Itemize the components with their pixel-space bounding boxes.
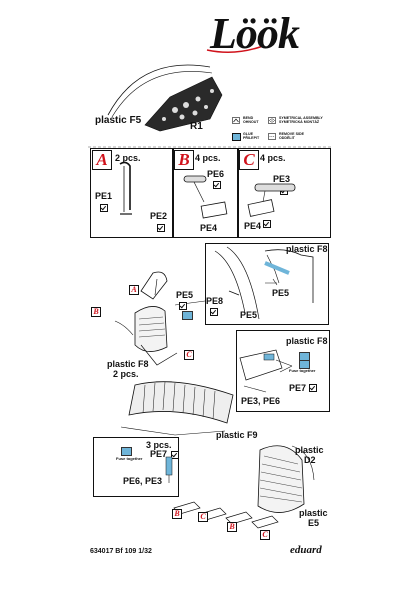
step-marker-b: B bbox=[91, 307, 101, 317]
step-panel-b bbox=[172, 148, 239, 238]
label-two-pcs-left: 2 pcs. bbox=[113, 369, 139, 379]
step-letter-c: C bbox=[239, 150, 259, 170]
label-pe7-left: PE7 bbox=[150, 449, 168, 459]
step-c-part2: PE4 bbox=[244, 221, 262, 231]
inset-bottom-detail bbox=[93, 437, 179, 497]
logo-text: Löök bbox=[210, 9, 300, 58]
step-a-pcs: 2 pcs. bbox=[115, 153, 141, 163]
glue-badge bbox=[121, 447, 132, 456]
label-plastic-f5: plastic F5 bbox=[95, 115, 142, 126]
footer-code: 634017 Bf 109 1/32 bbox=[90, 548, 152, 555]
label-plastic-e5-b: E5 bbox=[308, 518, 320, 528]
label-plastic-f8-right: plastic F8 bbox=[286, 336, 328, 346]
label-plastic-f8-left: plastic F8 bbox=[107, 359, 149, 369]
check-icon bbox=[157, 224, 165, 232]
label-three-pcs: 3 pcs. bbox=[146, 440, 172, 450]
inset-lever-detail bbox=[236, 330, 330, 412]
label-pe5-left: PE5 bbox=[176, 290, 194, 300]
label-r1: R1 bbox=[190, 121, 203, 132]
label-pe5-inset: PE5 bbox=[240, 310, 258, 320]
floor-structure-drawing bbox=[120, 381, 234, 436]
step-marker-c-bottom-1: C bbox=[198, 512, 208, 522]
step-b-part2: PE4 bbox=[200, 223, 218, 233]
step-b-pcs: 4 pcs. bbox=[195, 153, 221, 163]
label-fuse-small: Fuse together bbox=[289, 368, 316, 373]
step-c-pcs: 4 pcs. bbox=[260, 153, 286, 163]
step-letter-b: B bbox=[174, 150, 194, 170]
check-icon bbox=[179, 302, 187, 310]
section-divider bbox=[88, 146, 333, 148]
label-pe8: PE8 bbox=[206, 296, 224, 306]
step-marker-b-bottom-2: B bbox=[227, 522, 237, 532]
label-plastic-f9: plastic F9 bbox=[216, 430, 258, 440]
brand-logo bbox=[206, 45, 264, 53]
label-pe7-right: PE7 bbox=[289, 383, 307, 393]
seat-assembly-drawing bbox=[114, 271, 206, 366]
glue-icon bbox=[232, 133, 241, 141]
step-panel-a bbox=[90, 148, 174, 238]
label-plastic-d2-a: plastic bbox=[295, 445, 324, 455]
glue-badge bbox=[299, 360, 310, 369]
label-fuse-small-2: Fuse together bbox=[116, 456, 143, 461]
check-icon bbox=[100, 204, 108, 212]
instrument-panel-illustration bbox=[107, 64, 223, 132]
bend-icon bbox=[232, 117, 240, 124]
inset-lever-drawing bbox=[239, 349, 293, 393]
glue-badge bbox=[182, 311, 193, 320]
bottom-lever-drawing bbox=[165, 456, 173, 483]
remove-side-icon bbox=[268, 133, 276, 140]
symmetrical-icon bbox=[268, 117, 276, 124]
label-plastic-f8-top: plastic F8 bbox=[286, 244, 328, 254]
step-marker-c-bottom-2: C bbox=[260, 530, 270, 540]
step-c-part-drawing bbox=[247, 183, 296, 217]
step-marker-a: A bbox=[129, 285, 139, 295]
seat-back-drawing bbox=[257, 445, 315, 513]
step-marker-b-bottom: B bbox=[172, 509, 182, 519]
check-icon bbox=[263, 220, 271, 228]
step-panel-c bbox=[237, 148, 331, 238]
step-a-part2: PE2 bbox=[150, 211, 168, 221]
check-icon bbox=[171, 451, 179, 459]
check-icon bbox=[309, 384, 317, 392]
step-c-part1: PE3 bbox=[273, 174, 291, 184]
label-pe5-top: PE5 bbox=[272, 288, 290, 298]
check-icon bbox=[213, 181, 221, 189]
step-b-part-drawing bbox=[183, 175, 228, 219]
label-plastic-d2-b: D2 bbox=[304, 455, 316, 465]
step-a-part1: PE1 bbox=[95, 191, 113, 201]
label-pe6-pe3-left: PE6, PE3 bbox=[123, 476, 163, 486]
label-pe3-pe6-right: PE3, PE6 bbox=[241, 396, 281, 406]
step-marker-c: C bbox=[184, 350, 194, 360]
label-plastic-e5-a: plastic bbox=[299, 508, 328, 518]
footer-brand: eduard bbox=[290, 544, 322, 556]
inset-seat-detail bbox=[205, 243, 329, 325]
check-icon bbox=[210, 308, 218, 316]
step-letter-a: A bbox=[92, 150, 112, 170]
bottom-brackets-drawing bbox=[173, 501, 279, 529]
inset-seat-detail-drawing bbox=[214, 246, 314, 320]
step-a-bracket bbox=[119, 161, 132, 215]
step-b-part1: PE6 bbox=[207, 169, 225, 179]
